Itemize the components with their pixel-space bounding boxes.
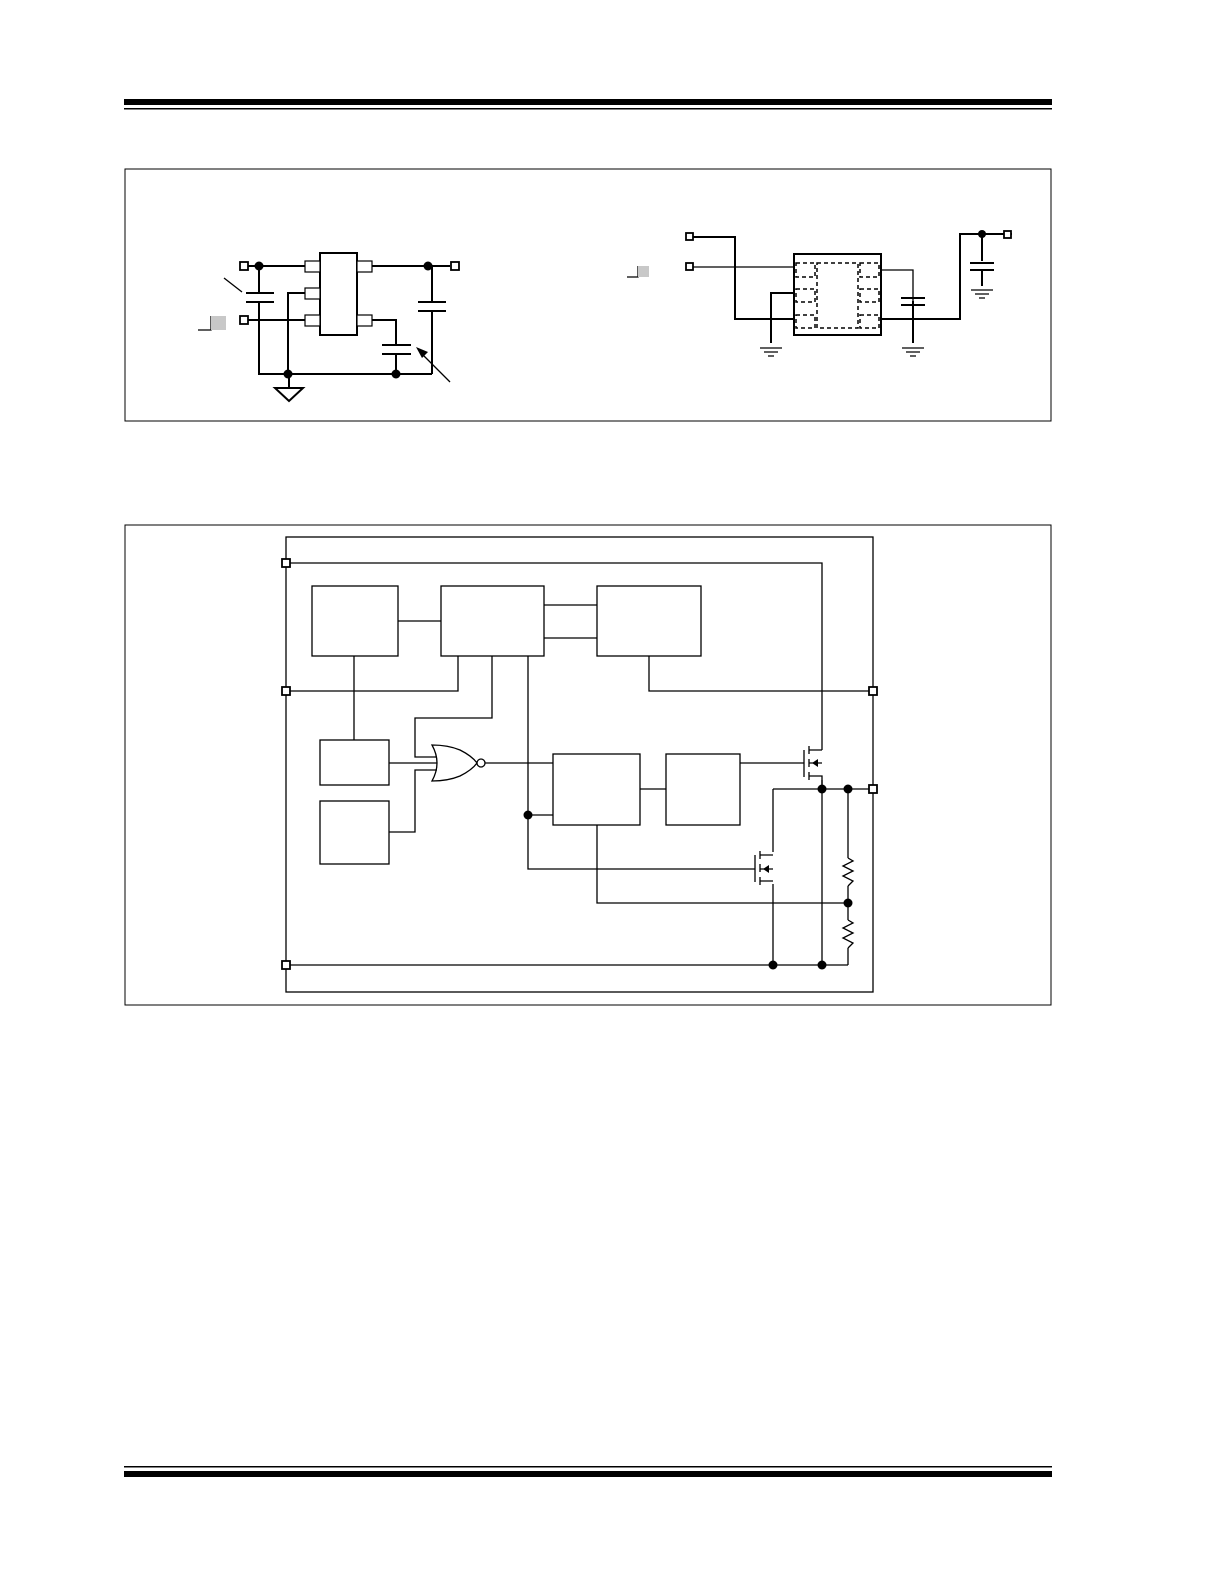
ic-pin: [356, 314, 373, 327]
pin-terminal-pg: [868, 686, 878, 696]
terminal-enable: [685, 262, 694, 271]
resistor-icon: [841, 857, 855, 887]
terminal-vout: [1003, 230, 1012, 239]
ic-pad: [859, 262, 880, 278]
footer-rule: [124, 1466, 1052, 1477]
junction-dot: [817, 960, 827, 970]
junction-dot: [843, 898, 853, 908]
ic-pad: [859, 288, 880, 303]
terminal-enable: [239, 315, 249, 325]
terminal-vout: [450, 261, 460, 271]
junction-dot: [817, 784, 827, 794]
block-driver: [665, 753, 741, 826]
nor-gate-icon: [430, 744, 478, 782]
junction-dot: [978, 230, 986, 238]
junction-dot: [423, 261, 433, 271]
input-capacitor: [246, 292, 274, 303]
resistor-icon: [841, 919, 855, 949]
callout-line: [223, 277, 243, 293]
junction-dot: [768, 960, 778, 970]
step-signal-icon: [198, 316, 212, 331]
typical-application-figure-frame: [124, 168, 1052, 422]
ic-pin: [304, 287, 321, 300]
header-rule: [124, 99, 1052, 110]
wires: [692, 233, 1012, 343]
block-error-amplifier: [552, 753, 641, 826]
ic-pin: [304, 260, 321, 273]
pass-mosfet-icon: [803, 746, 823, 789]
pulldown-mosfet-icon: [754, 851, 773, 885]
terminal-vin: [685, 232, 694, 241]
junction-dot: [843, 784, 853, 794]
wires: [248, 265, 450, 391]
bypass-capacitor: [382, 344, 411, 355]
block-undervoltage: [319, 739, 390, 786]
ic-pad: [795, 262, 816, 278]
step-signal-fill: [211, 316, 226, 330]
callout-arrow: [419, 351, 451, 383]
junction-dot: [523, 810, 533, 820]
exposed-pad: [816, 262, 859, 329]
junction-dot: [391, 369, 401, 379]
block-reference: [311, 585, 399, 657]
ic-pad: [795, 314, 816, 329]
output-capacitor: [418, 301, 446, 312]
ground-icon: [971, 289, 993, 299]
ground-icon: [902, 347, 924, 357]
ground-icon: [760, 347, 782, 357]
pin-terminal-vin: [281, 558, 291, 568]
arrowhead-icon: [416, 347, 428, 358]
pin-terminal-gnd: [281, 960, 291, 970]
block-charge-pump: [596, 585, 702, 657]
junction-dot: [283, 369, 293, 379]
junction-dot: [254, 261, 264, 271]
ic-body: [319, 252, 358, 336]
wires-thin: [692, 266, 914, 301]
ic-pad: [859, 314, 880, 329]
block-diagram-figure-frame: [124, 524, 1052, 1006]
terminal-vin: [239, 261, 249, 271]
step-signal-icon: [627, 266, 639, 278]
functional-block-diagram: [281, 536, 878, 993]
dfn-application-circuit: [627, 230, 1012, 357]
ic-pin: [304, 314, 321, 327]
ground-icon: [272, 387, 306, 403]
pin-terminal-vout: [868, 784, 878, 794]
step-signal-fill: [638, 266, 649, 277]
sot-application-circuit: [198, 252, 460, 403]
ic-pad: [795, 288, 816, 303]
ic-pin: [356, 260, 373, 273]
inverter-bubble-icon: [476, 758, 486, 768]
signal-wires: [286, 562, 873, 966]
output-capacitor: [901, 297, 925, 306]
block-control-logic: [440, 585, 545, 657]
block-thermal: [319, 800, 390, 865]
device-boundary: [285, 536, 874, 993]
pin-terminal-enable: [281, 686, 291, 696]
load-capacitor: [970, 262, 994, 271]
